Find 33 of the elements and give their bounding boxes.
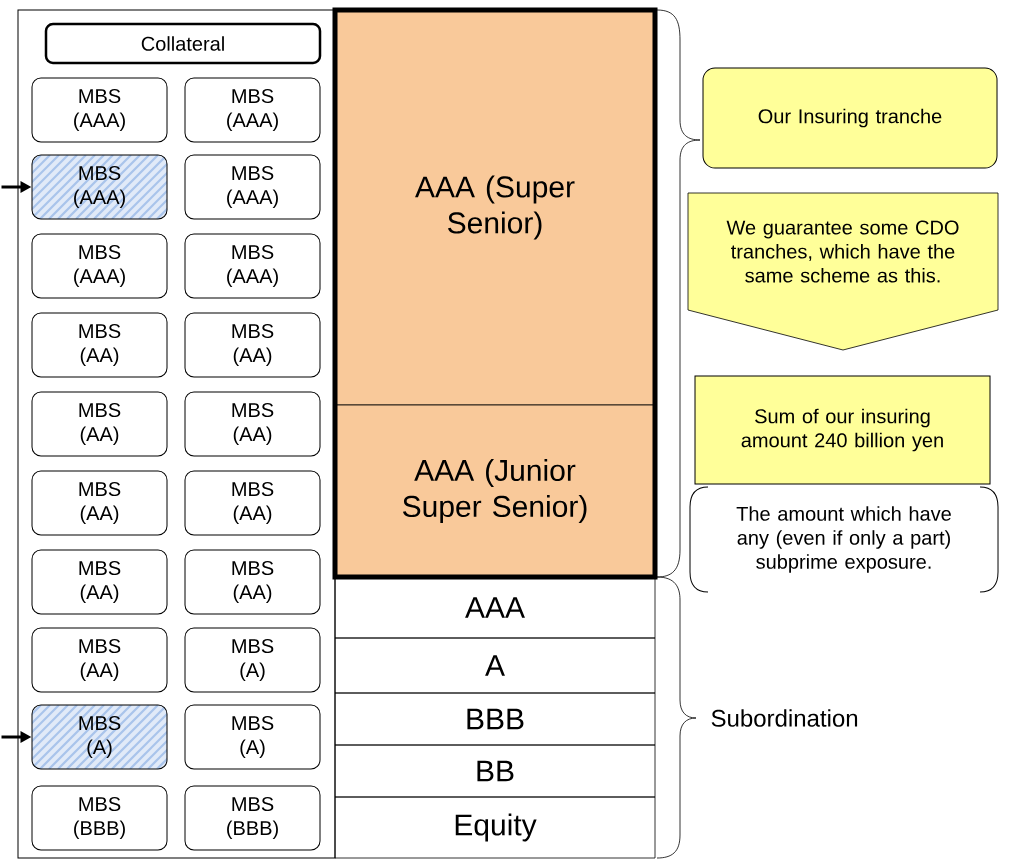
mbs-box: MBS (A): [184, 704, 321, 770]
mbs-box: MBS (AA): [184, 470, 321, 536]
bracket-note: The amount which have any (even if only a part) subprime exposure.: [689, 486, 999, 593]
heading-box: Collateral: [44, 22, 322, 65]
mbs-box: MBS (AAA): [184, 77, 321, 143]
callout-box: Our Insuring tranche: [702, 67, 998, 169]
mbs-box: MBS (AA): [31, 312, 168, 378]
mbs-box: MBS (BBB): [184, 785, 321, 851]
arrow-callout: We guarantee some CDO tranches, which have the same scheme as this.: [687, 192, 999, 351]
hatched-mbs-box: MBS (AAA): [31, 154, 168, 220]
mbs-box: MBS (AA): [31, 391, 168, 457]
bracket-label: Subordination: [711, 709, 858, 727]
mbs-box: MBS (AAA): [184, 233, 321, 299]
mbs-box: MBS (AA): [184, 549, 321, 615]
mbs-box: MBS (A): [184, 627, 321, 693]
mbs-box: MBS (AA): [184, 391, 321, 457]
tranche-block: AAA: [334, 576, 656, 639]
mbs-box: MBS (AA): [184, 312, 321, 378]
tranche-block: BBB: [334, 692, 656, 746]
note-box: Sum of our insuring amount 240 billion yen: [694, 375, 991, 485]
mbs-box: MBS (AA): [31, 627, 168, 693]
tranche-block: Equity: [334, 796, 656, 859]
tranche-block: BB: [334, 744, 656, 798]
mbs-box: MBS (AAA): [31, 233, 168, 299]
mbs-box: MBS (AA): [31, 549, 168, 615]
hatched-mbs-box: MBS (A): [31, 704, 168, 770]
mbs-box: MBS (AAA): [31, 77, 168, 143]
tranche-block: A: [334, 637, 656, 694]
tranche-block: AAA (Junior Super Senior): [334, 404, 656, 578]
mbs-box: MBS (AA): [31, 470, 168, 536]
mbs-box: MBS (AAA): [184, 154, 321, 220]
mbs-box: MBS (BBB): [31, 785, 168, 851]
collateral-panel: [17, 9, 336, 859]
